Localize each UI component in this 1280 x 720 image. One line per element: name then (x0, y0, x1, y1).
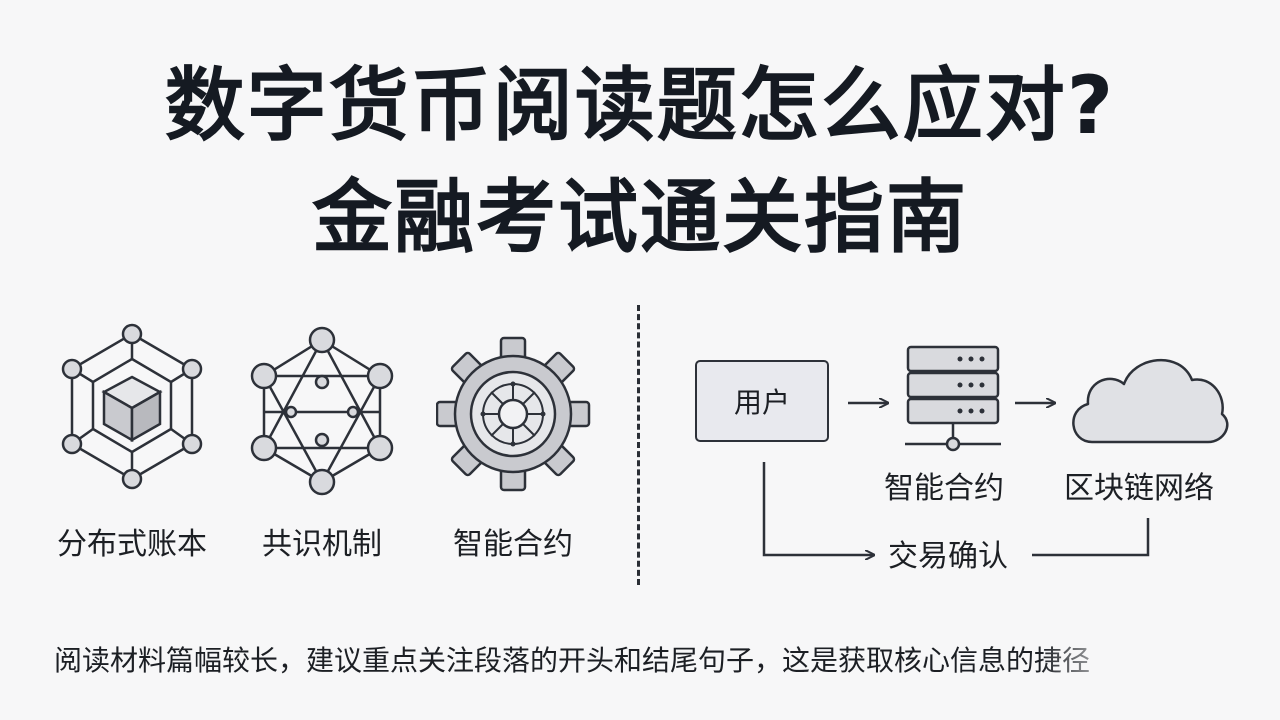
label-server-smart-contract: 智能合约 (884, 471, 1004, 506)
title-line-2: 金融考试通关指南 (312, 171, 968, 264)
server-stack-icon (905, 345, 1001, 452)
dashed-divider (637, 305, 640, 585)
caption-fade-overlay (1040, 636, 1280, 692)
flow-diagram (762, 345, 1229, 600)
label-distributed-ledger: 分布式账本 (57, 527, 207, 562)
label-blockchain-network: 区块链网络 (1064, 471, 1214, 506)
node-graph-icon (244, 322, 399, 497)
arrow-user-to-confirm (762, 462, 874, 555)
title-line-1: 数字货币阅读题怎么应对? (164, 59, 1116, 152)
user-box: 用户 (695, 360, 829, 442)
label-transaction-confirm: 交易确认 (888, 539, 1008, 574)
user-label: 用户 (733, 386, 790, 419)
cloud-icon (1072, 358, 1229, 444)
label-smart-contract: 智能合约 (453, 527, 573, 562)
label-consensus: 共识机制 (262, 527, 382, 562)
gear-circuit-icon (436, 334, 591, 494)
line-confirm-to-cloud (1032, 518, 1150, 557)
cube-network-icon (55, 322, 210, 497)
caption-text: 阅读材料篇幅较长，建议重点关注段落的开头和结尾句子，这是获取核心信息的捷径 (54, 644, 1091, 677)
